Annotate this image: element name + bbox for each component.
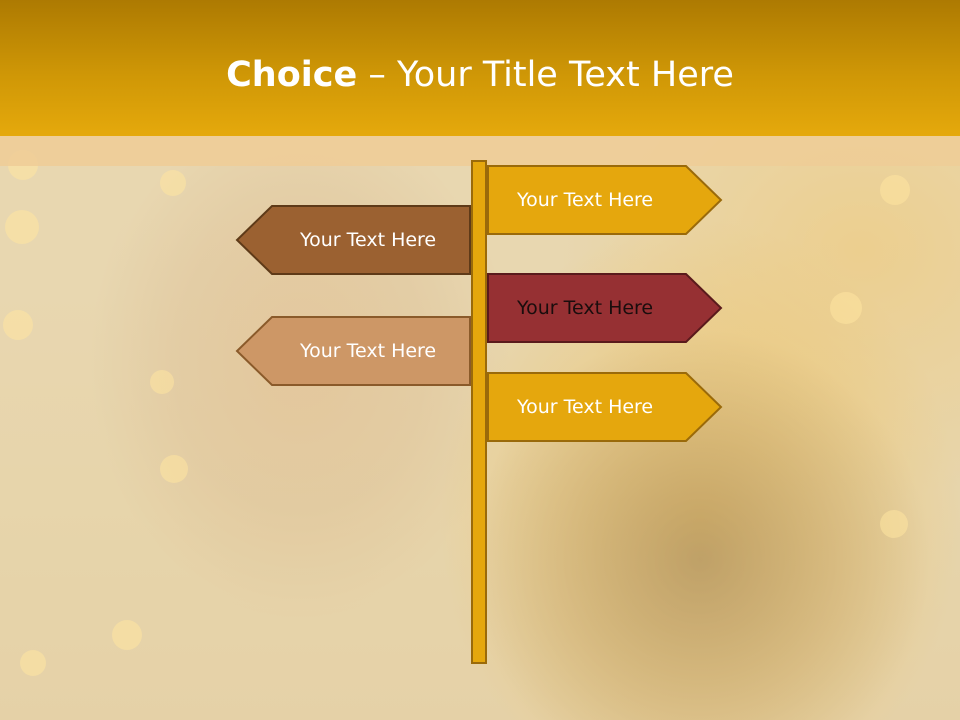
bokeh-light [160, 170, 186, 196]
sign-shape [235, 205, 471, 275]
bokeh-light [150, 370, 174, 394]
sign-label: Your Text Here [517, 297, 654, 319]
signpost-pole [471, 160, 487, 664]
sign-shape [487, 273, 723, 343]
bokeh-light [5, 210, 39, 244]
bokeh-light [830, 292, 862, 324]
sign-shape [487, 165, 723, 235]
sign-label: Your Text Here [517, 396, 654, 418]
bokeh-light [880, 510, 908, 538]
title-bar [0, 0, 960, 136]
sign-right-1[interactable]: Your Text Here [487, 165, 723, 235]
bokeh-light [160, 455, 188, 483]
sign-shape [235, 316, 471, 386]
sign-right-3[interactable]: Your Text Here [487, 372, 723, 442]
sign-label: Your Text Here [300, 340, 437, 362]
bokeh-light [20, 650, 46, 676]
sign-label: Your Text Here [300, 229, 437, 251]
bokeh-light [112, 620, 142, 650]
sign-label: Your Text Here [517, 189, 654, 211]
bokeh-light [880, 175, 910, 205]
sign-shape [487, 372, 723, 442]
sign-left-1[interactable]: Your Text Here [235, 205, 471, 275]
sign-left-2[interactable]: Your Text Here [235, 316, 471, 386]
bokeh-light [3, 310, 33, 340]
title-bold-text: Choice [226, 55, 358, 95]
title-text: – Your Title Text Here [357, 55, 734, 95]
slide-title[interactable]: Choice – Your Title Text Here [0, 52, 960, 98]
sign-right-2[interactable]: Your Text Here [487, 273, 723, 343]
